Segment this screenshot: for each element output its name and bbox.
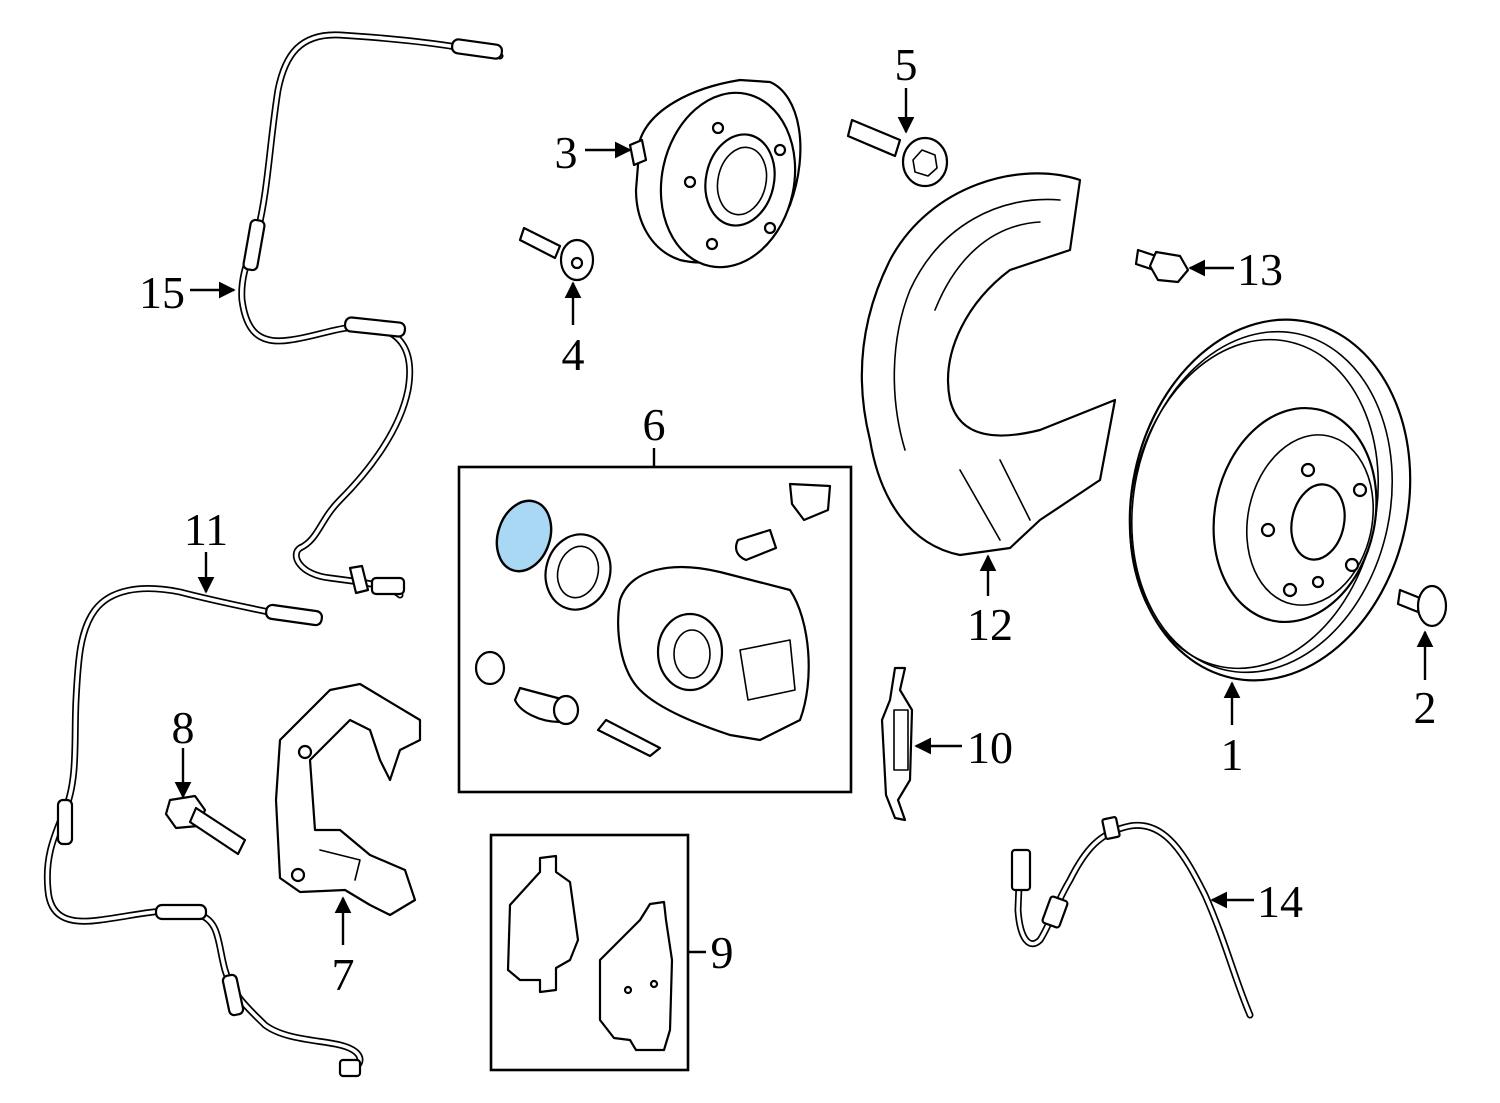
part-8-bolt (164, 794, 247, 856)
part-7-caliper-bracket (274, 682, 422, 917)
callout-14: 14 (1257, 876, 1303, 927)
callout-1: 1 (1221, 729, 1244, 780)
callout-3: 3 (555, 127, 578, 178)
part-4-bolt (518, 226, 595, 282)
part-10-spring-clip (880, 666, 914, 822)
part-11-speed-sensor-cable (43, 585, 364, 1078)
part-1-brake-rotor (1128, 318, 1412, 682)
callout-10: 10 (967, 722, 1013, 773)
leader-lines (174, 88, 1434, 954)
callout-12: 12 (967, 599, 1013, 650)
part-2-screw (1396, 584, 1448, 628)
highlighted-seal (495, 499, 553, 573)
callout-15: 15 (139, 267, 185, 318)
callout-6: 6 (643, 399, 666, 450)
callout-11: 11 (184, 504, 228, 555)
callout-7: 7 (332, 949, 355, 1000)
part-3-hub-bearing (628, 78, 802, 269)
callout-9: 9 (711, 927, 734, 978)
part-9-brake-pads (489, 833, 690, 1072)
callout-8: 8 (172, 702, 195, 753)
callout-2: 2 (1414, 682, 1437, 733)
part-5-bolt (846, 118, 949, 188)
part-12-splash-shield (860, 172, 1117, 557)
part-6-caliper-kit (457, 465, 853, 794)
callout-5: 5 (895, 39, 918, 90)
callout-4: 4 (562, 329, 585, 380)
part-15-speed-sensor-cable (238, 31, 504, 599)
callout-numbers: 1 2 3 4 5 6 7 8 9 10 11 12 13 14 15 (139, 39, 1437, 1000)
callout-13: 13 (1237, 244, 1283, 295)
part-14-brake-hose (1010, 816, 1254, 1019)
part-13-bolt (1134, 248, 1190, 284)
